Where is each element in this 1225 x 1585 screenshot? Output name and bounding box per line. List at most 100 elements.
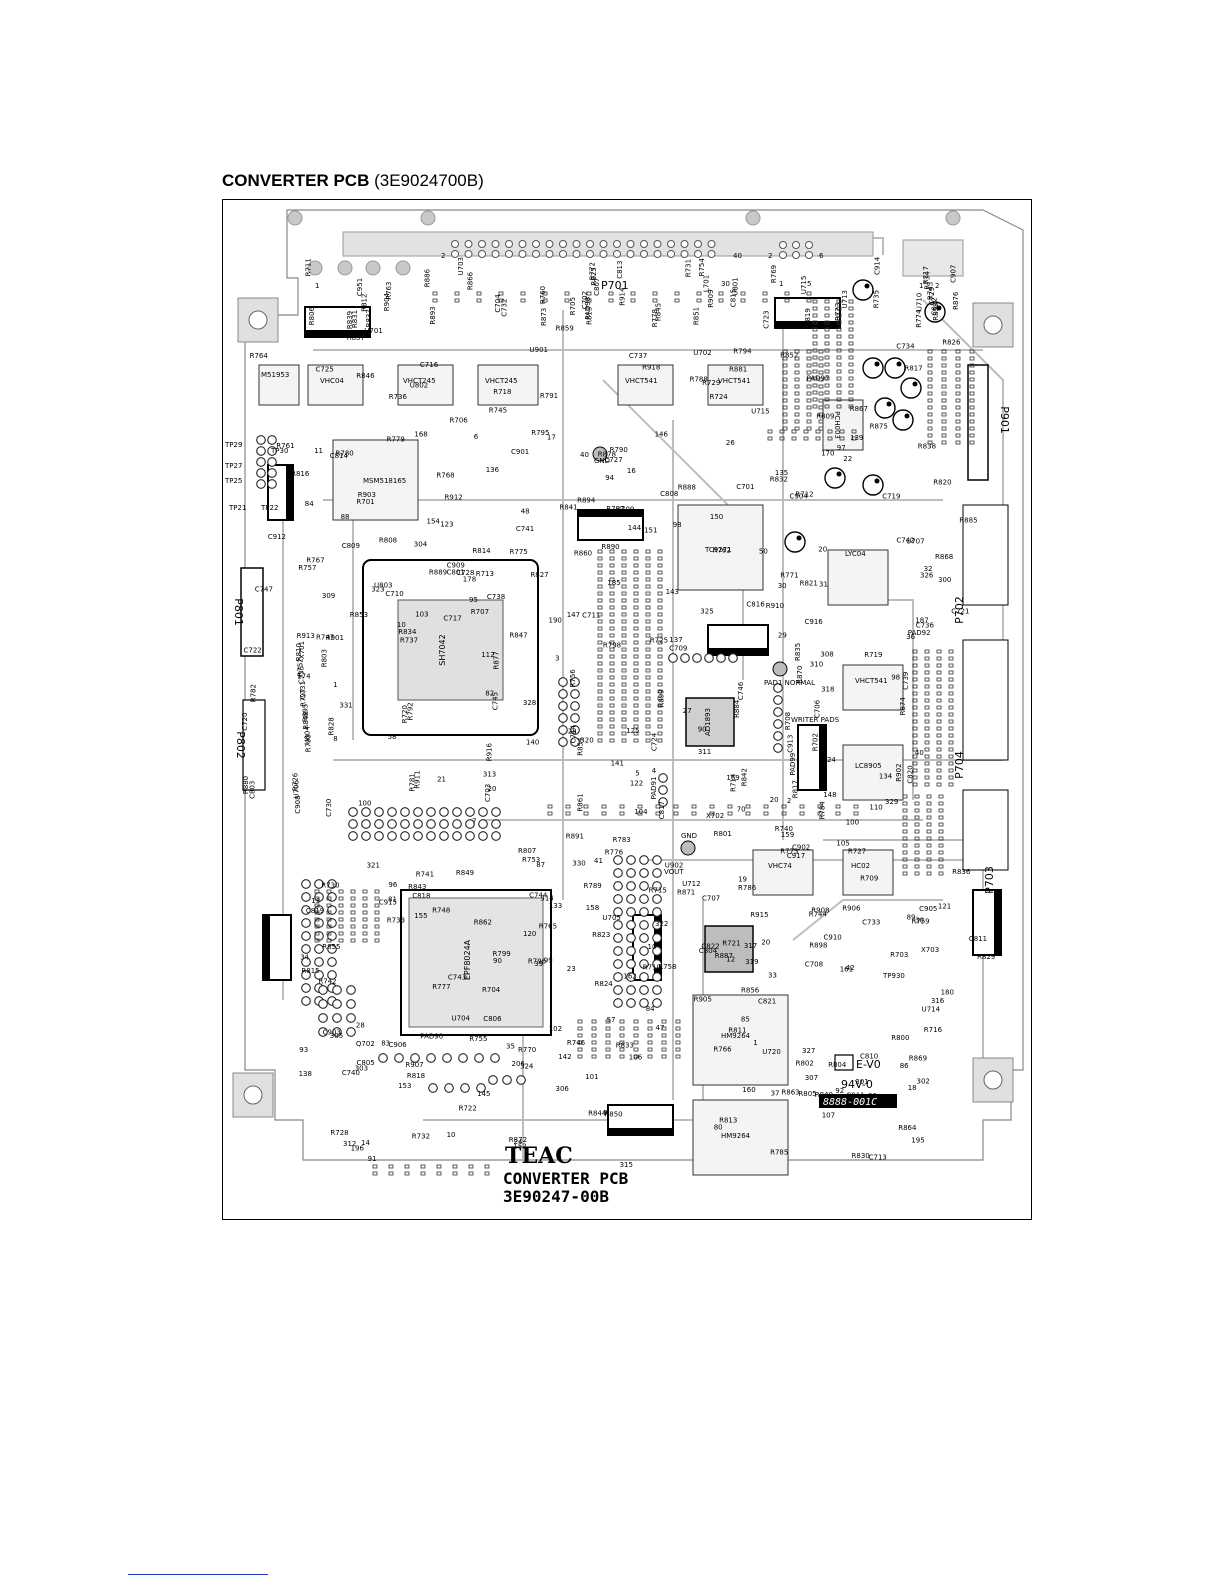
resistor-pad: [745, 811, 751, 816]
resistor-pad: [936, 747, 942, 752]
resistor-pad: [338, 938, 344, 943]
test-pad: [452, 819, 462, 829]
resistor-pad: [812, 313, 818, 318]
resistor-pad: [926, 864, 932, 869]
component-ref-label: C742: [896, 537, 914, 545]
resistor-pad: [936, 733, 942, 738]
resistor-pad: [818, 405, 824, 410]
resistor-pad: [597, 549, 603, 554]
resistor-pad: [374, 896, 380, 901]
crystal-label-x702: X702: [706, 812, 724, 820]
resistor-pad: [657, 549, 663, 554]
resistor-pad: [848, 397, 854, 402]
component-ref-label: U803: [374, 581, 392, 589]
resistor-pad: [645, 549, 651, 554]
component-ref-label: R909: [707, 289, 715, 307]
pad-label-writer-pads: WRITER PADS: [791, 716, 840, 724]
footer-link-underline: [128, 1574, 268, 1575]
test-pad: [426, 819, 436, 829]
header-pin: [559, 250, 567, 258]
component-ref-label: C725: [316, 366, 334, 374]
component-ref-label: U712: [682, 880, 700, 888]
resistor-pad: [597, 626, 603, 631]
component-ref-label: C739: [902, 672, 910, 690]
resistor-pad: [633, 570, 639, 575]
component-ref-label: R776: [605, 849, 624, 857]
resistor-pad: [633, 689, 639, 694]
pin-number-label: 140: [526, 739, 539, 747]
test-pad: [267, 457, 277, 467]
component-ref-label: R784: [819, 801, 827, 820]
pin-number-label: 102: [549, 1025, 562, 1033]
chip-upper-left-bar-stripe: [305, 330, 370, 337]
resistor-pad: [621, 556, 627, 561]
resistor-pad: [633, 661, 639, 666]
resistor-pad: [657, 605, 663, 610]
resistor-pad: [926, 843, 932, 848]
test-pad: [639, 868, 649, 878]
resistor-pad: [633, 1033, 639, 1038]
component-ref-label: R760: [539, 286, 547, 304]
mounting-hole: [307, 260, 323, 276]
pin-number-label: 50: [759, 548, 768, 556]
component-ref-label: PAD90: [420, 1033, 443, 1041]
resistor-pad: [633, 640, 639, 645]
resistor-pad: [782, 370, 788, 375]
component-ref-label: R811: [728, 1027, 746, 1035]
resistor-pad: [902, 836, 908, 841]
resistor-pad: [924, 754, 930, 759]
resistor-pad: [927, 391, 933, 396]
resistor-pad: [818, 363, 824, 368]
resistor-pad: [597, 654, 603, 659]
resistor-pad: [955, 426, 961, 431]
pin-number-label: 23: [567, 965, 576, 973]
pin-number-label: 141: [611, 759, 624, 767]
pin-number-label: 95: [469, 596, 478, 604]
resistor-pad: [794, 349, 800, 354]
test-pad: [327, 957, 337, 967]
capacitor-polarity-mark: [886, 401, 892, 407]
component-ref-label: R876: [952, 291, 960, 310]
resistor-pad: [824, 397, 830, 402]
date-code: 8888-001C: [823, 1097, 877, 1108]
component-ref-label: R712: [795, 491, 813, 499]
component-ref-label: C801: [447, 568, 465, 576]
header-pin: [572, 250, 581, 258]
resistor-pad: [924, 670, 930, 675]
component-ref-label: R850: [604, 1110, 622, 1118]
chip-u706-body: [307, 364, 364, 406]
resistor-pad: [969, 363, 975, 368]
test-pad: [428, 1083, 438, 1093]
resistor-pad: [350, 903, 356, 908]
resistor-pad: [645, 640, 651, 645]
resistor-pad: [969, 440, 975, 445]
test-pad: [558, 689, 568, 699]
component-ref-label: C707: [702, 894, 720, 902]
resistor-pad: [938, 871, 944, 876]
chip-vertical-right-stripe: [819, 725, 826, 790]
top-connector-tab: [902, 239, 964, 277]
component-ref-label: C822: [701, 943, 719, 951]
resistor-pad: [657, 696, 663, 701]
component-ref-label: R824: [595, 980, 614, 988]
header-pin: [667, 250, 675, 258]
resistor-pad: [914, 850, 920, 855]
resistor-pad: [597, 556, 603, 561]
test-pad: [314, 970, 324, 980]
component-ref-label: R914: [619, 287, 627, 306]
component-ref-label: R794: [733, 347, 752, 355]
resistor-pad: [948, 663, 954, 668]
resistor-pad: [924, 684, 930, 689]
pin-number-label: 153: [398, 1082, 411, 1090]
test-pad-circles: [256, 435, 788, 1093]
resistor-pad: [941, 356, 947, 361]
resistor-pad: [941, 405, 947, 410]
connector-label-p801: P801: [232, 598, 245, 626]
component-ref-label: C747: [255, 586, 273, 594]
resistor-pad: [818, 349, 824, 354]
component-ref-label: C713: [869, 1154, 887, 1162]
resistor-pad: [577, 1047, 583, 1052]
pin-number-label: 155: [414, 912, 427, 920]
test-pad: [460, 1083, 470, 1093]
capacitor-polarity-mark: [836, 471, 842, 477]
